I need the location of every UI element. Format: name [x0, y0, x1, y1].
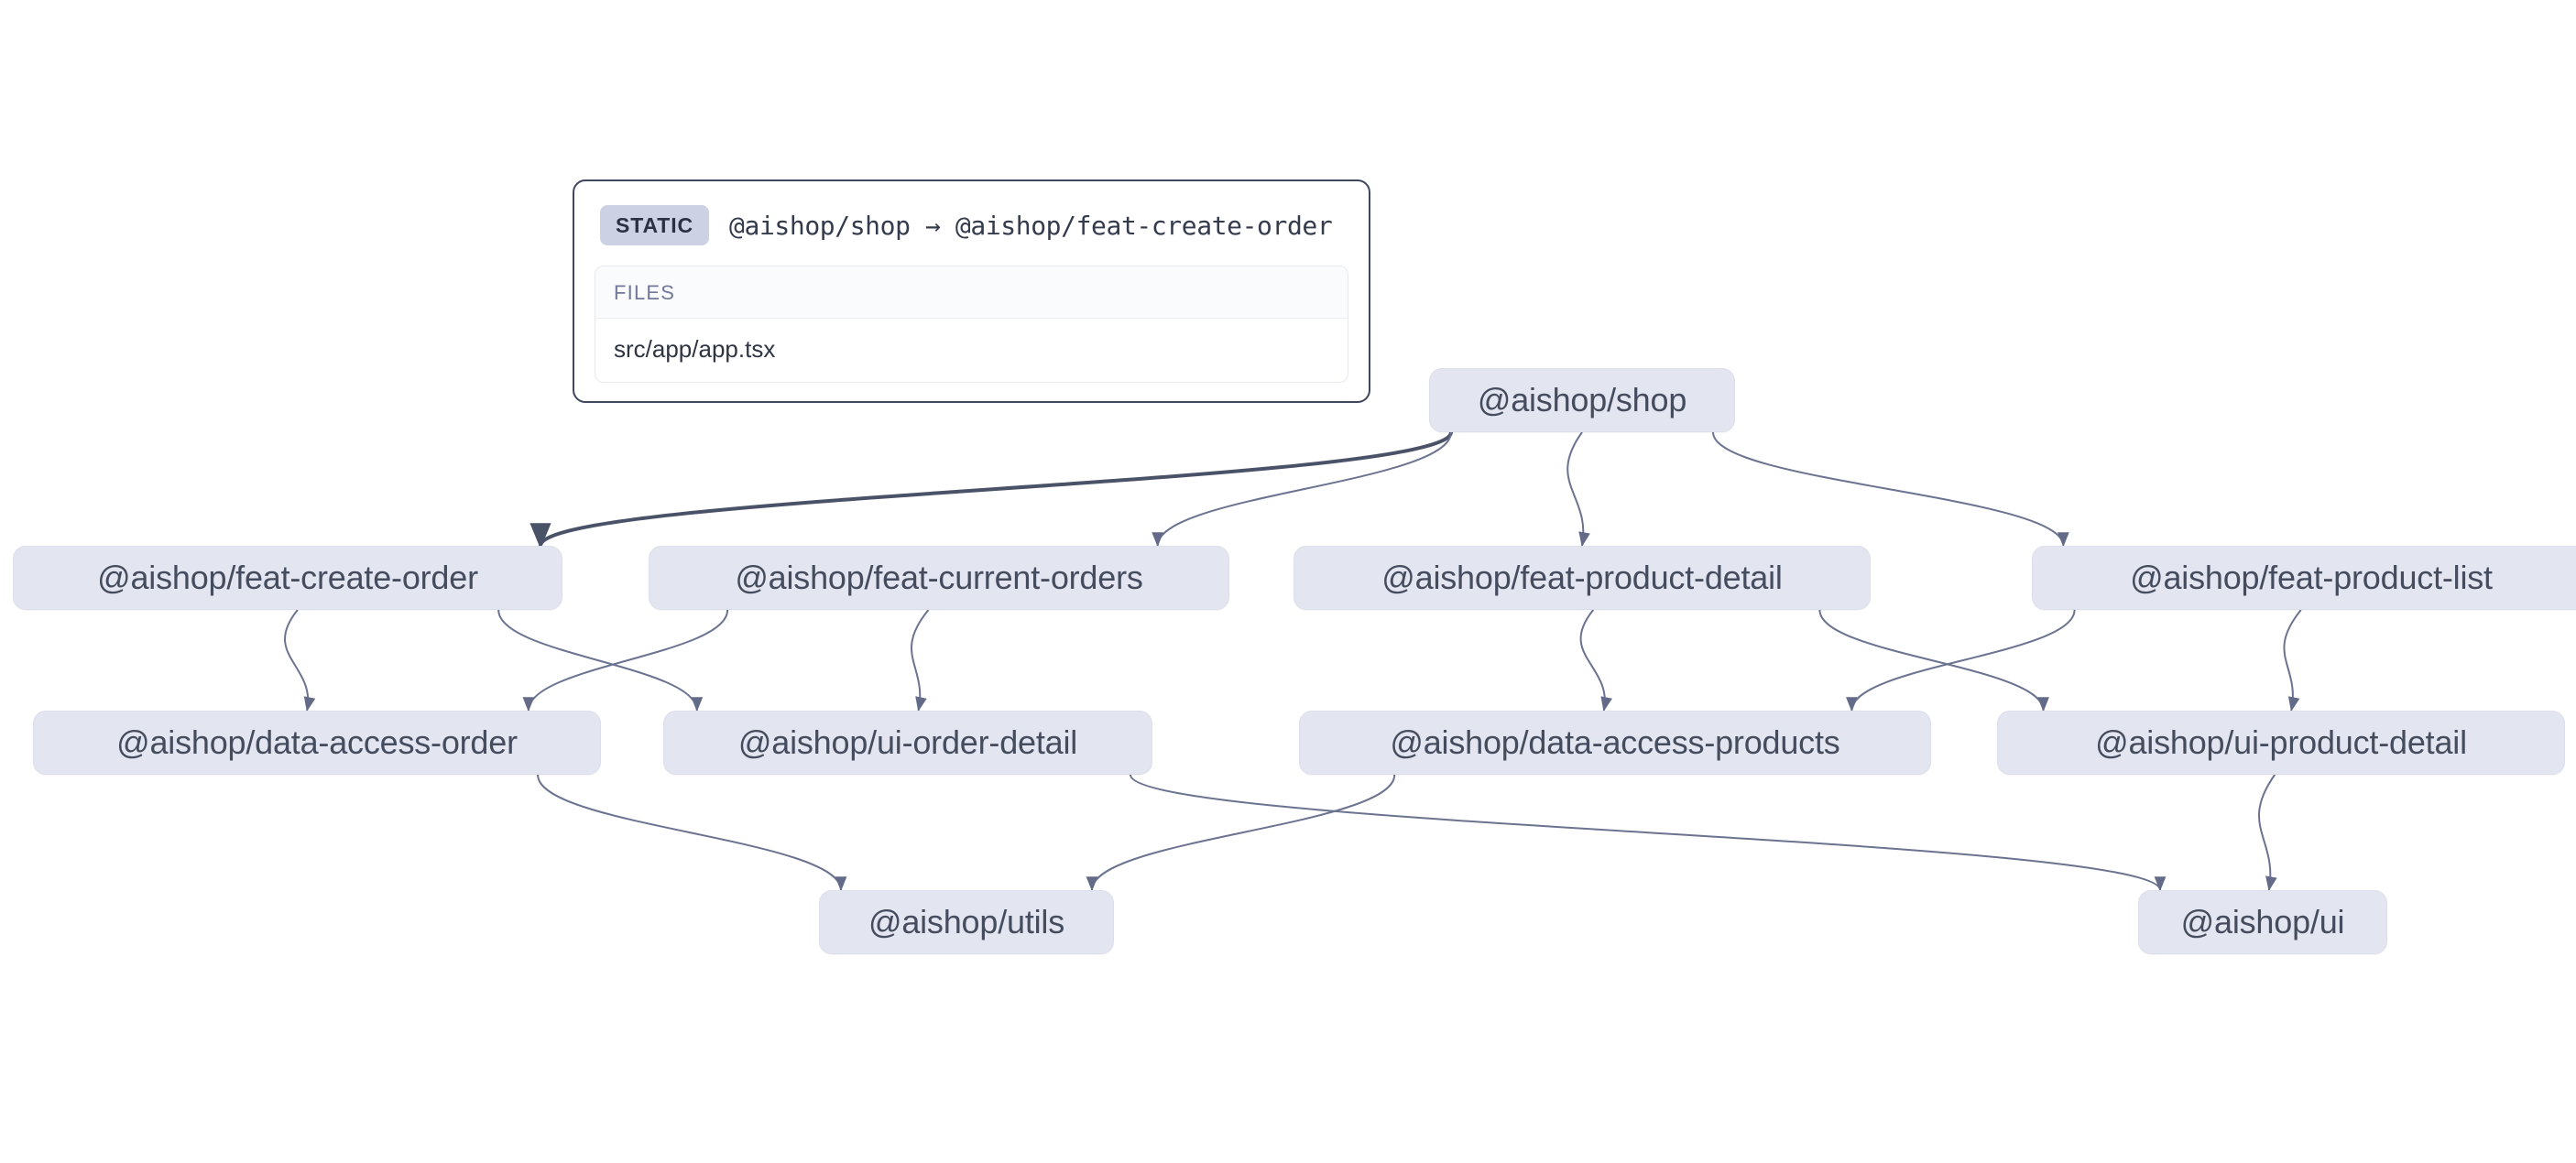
- graph-edge[interactable]: [911, 609, 930, 712]
- graph-edge[interactable]: [2283, 609, 2302, 712]
- graph-node-feat-product-list[interactable]: @aishop/feat-product-list: [2032, 546, 2576, 610]
- node-label: @aishop/ui-order-detail: [737, 723, 1078, 761]
- graph-node-ui[interactable]: @aishop/ui: [2138, 890, 2387, 954]
- node-label: @aishop/utils: [868, 903, 1065, 940]
- graph-node-utils[interactable]: @aishop/utils: [819, 890, 1114, 954]
- graph-edge[interactable]: [284, 609, 316, 712]
- graph-edge[interactable]: [2258, 774, 2277, 892]
- graph-edge[interactable]: [1566, 431, 1590, 548]
- node-label: @aishop/feat-product-detail: [1381, 559, 1783, 596]
- graph-edge[interactable]: [537, 774, 847, 892]
- static-badge: STATIC: [600, 205, 710, 245]
- graph-edge[interactable]: [497, 609, 704, 712]
- files-header-label: FILES: [595, 266, 1348, 319]
- files-panel: FILES src/app/app.tsx: [595, 266, 1348, 383]
- graph-node-feat-current-orders[interactable]: @aishop/feat-current-orders: [649, 546, 1229, 610]
- tooltip-header: STATIC @aishop/shop → @aishop/feat-creat…: [595, 201, 1348, 255]
- graph-edge[interactable]: [1152, 431, 1452, 548]
- graph-edge[interactable]: [1579, 609, 1612, 712]
- edge-detail-tooltip: STATIC @aishop/shop → @aishop/feat-creat…: [573, 179, 1370, 403]
- graph-edge[interactable]: [522, 609, 729, 712]
- graph-node-feat-product-detail[interactable]: @aishop/feat-product-detail: [1293, 546, 1871, 610]
- node-label: @aishop/feat-create-order: [97, 559, 478, 596]
- node-label: @aishop/ui: [2180, 903, 2345, 940]
- graph-node-data-access-products[interactable]: @aishop/data-access-products: [1299, 711, 1931, 775]
- graph-node-ui-order-detail[interactable]: @aishop/ui-order-detail: [663, 711, 1152, 775]
- node-label: @aishop/feat-product-list: [2130, 559, 2493, 596]
- node-label: @aishop/data-access-products: [1390, 723, 1840, 761]
- node-label: @aishop/data-access-order: [116, 723, 518, 761]
- graph-node-data-access-order[interactable]: @aishop/data-access-order: [33, 711, 601, 775]
- node-label: @aishop/feat-current-orders: [735, 559, 1143, 596]
- graph-node-ui-product-detail[interactable]: @aishop/ui-product-detail: [1997, 711, 2565, 775]
- graph-edge[interactable]: [1818, 609, 2049, 712]
- graph-edge[interactable]: [1846, 609, 2076, 712]
- graph-edge[interactable]: [529, 431, 1453, 549]
- file-list-item: src/app/app.tsx: [614, 335, 776, 363]
- graph-node-feat-create-order[interactable]: @aishop/feat-create-order: [13, 546, 562, 610]
- graph-edge[interactable]: [1130, 774, 2167, 892]
- graph-edge[interactable]: [1086, 774, 1396, 892]
- tooltip-title: @aishop/shop → @aishop/feat-create-order: [729, 210, 1333, 241]
- graph-edge[interactable]: [1712, 431, 2069, 548]
- graph-node-shop[interactable]: @aishop/shop: [1429, 368, 1735, 432]
- node-label: @aishop/shop: [1477, 381, 1687, 418]
- node-label: @aishop/ui-product-detail: [2095, 723, 2467, 761]
